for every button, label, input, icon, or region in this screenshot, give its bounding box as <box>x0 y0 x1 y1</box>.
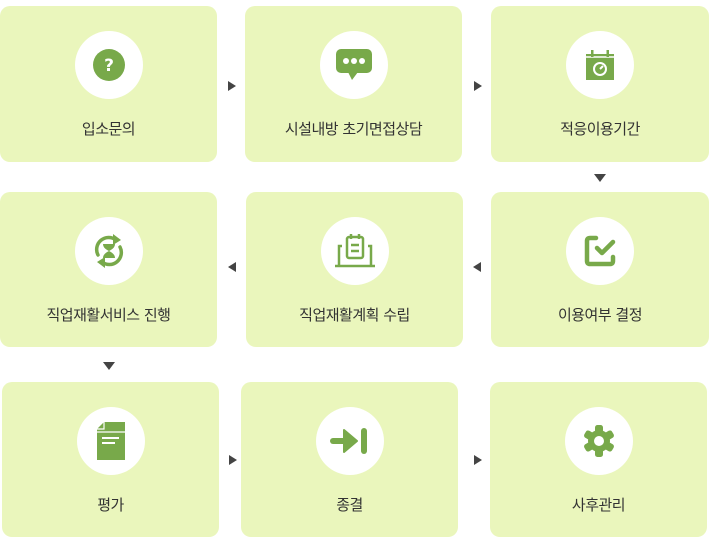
step-card-vocational-service: 직업재활서비스 진행 <box>0 192 217 347</box>
icon-circle <box>566 217 634 285</box>
step-card-initial-interview: 시설내방 초기면접상담 <box>245 6 462 162</box>
step-label: 사후관리 <box>571 496 626 514</box>
calendar-clock-icon <box>586 50 614 80</box>
chat-bubble-icon <box>335 49 372 80</box>
document-icon <box>96 422 125 460</box>
question-icon: ? <box>92 49 125 81</box>
step-card-termination: 종결 <box>241 382 458 537</box>
step-label: 종결 <box>336 496 363 514</box>
icon-circle <box>320 217 389 285</box>
arrow-down-icon <box>103 362 115 370</box>
arrow-to-line-icon <box>329 428 367 454</box>
gear-icon <box>583 425 614 457</box>
step-card-adaptation-period: 적응이용기간 <box>491 6 709 162</box>
step-card-evaluation: 평가 <box>2 382 219 537</box>
step-label: 직업재활서비스 진행 <box>46 306 171 324</box>
arrow-left-icon <box>473 262 481 272</box>
step-label: 적응이용기간 <box>560 120 640 138</box>
laptop-clipboard-icon <box>334 234 375 268</box>
checkbox-icon <box>584 235 616 267</box>
arrow-right-icon <box>228 81 236 91</box>
arrow-right-icon <box>474 455 482 465</box>
icon-circle: ? <box>74 31 143 99</box>
step-label: 시설내방 초기면접상담 <box>284 120 423 138</box>
arrow-right-icon <box>474 81 482 91</box>
step-card-vocational-plan: 직업재활계획 수립 <box>246 192 463 347</box>
step-label: 평가 <box>97 496 124 514</box>
icon-circle <box>564 407 633 475</box>
step-card-inquiry: ? 입소문의 <box>0 6 217 162</box>
icon-circle <box>319 31 388 99</box>
step-card-follow-up: 사후관리 <box>490 382 707 537</box>
hourglass-cycle-icon <box>94 234 123 268</box>
svg-text:?: ? <box>104 56 114 76</box>
step-label: 이용여부 결정 <box>557 306 643 324</box>
icon-circle <box>76 407 145 475</box>
icon-circle <box>74 217 143 285</box>
arrow-left-icon <box>228 262 236 272</box>
step-card-usage-decision: 이용여부 결정 <box>491 192 709 347</box>
arrow-down-icon <box>594 174 606 182</box>
arrow-right-icon <box>229 455 237 465</box>
icon-circle <box>315 407 384 475</box>
step-label: 직업재활계획 수립 <box>299 306 410 324</box>
step-label: 입소문의 <box>81 120 136 138</box>
icon-circle <box>566 31 634 99</box>
